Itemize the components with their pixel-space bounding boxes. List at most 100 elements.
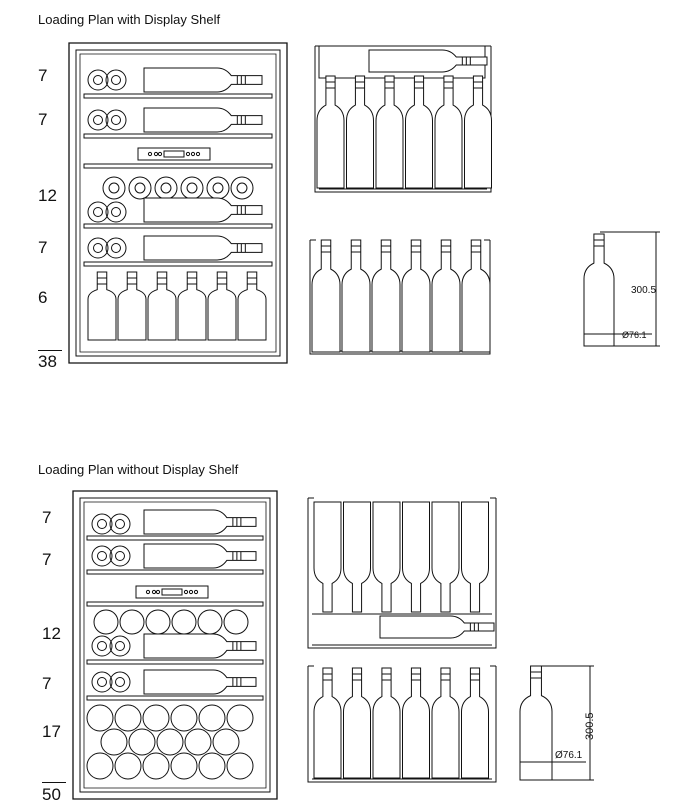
bottle-inverted: [432, 502, 459, 612]
bottle-base: [94, 244, 103, 253]
bottle-base: [110, 514, 130, 534]
bottle-base: [110, 636, 130, 656]
section-title-without-display-shelf: Loading Plan without Display Shelf: [38, 462, 239, 477]
bottle-standing: [238, 272, 266, 340]
bottle-base: [199, 705, 225, 731]
bottle-base: [115, 705, 141, 731]
bottle-standing: [178, 272, 206, 340]
bottle-inverted: [314, 502, 341, 612]
bottle-base: [227, 753, 253, 779]
shelf-side-view: [306, 662, 498, 784]
shelf-rail: [87, 570, 263, 574]
shelf-rail: [87, 536, 263, 540]
bottle-base: [146, 610, 170, 634]
bottle-lying: [380, 616, 494, 638]
bottle-base: [109, 183, 119, 193]
bottle-lying: [144, 670, 256, 694]
bottle-standing: [465, 76, 492, 188]
control-button: [189, 590, 192, 593]
bottle-base: [98, 520, 107, 529]
bottle-standing: [347, 76, 374, 188]
control-button: [152, 590, 155, 593]
shelf-tray: [308, 498, 496, 648]
bottle-standing: [314, 668, 341, 778]
bottle-base: [112, 208, 121, 217]
display-screen: [164, 151, 184, 157]
shelf-rail: [84, 164, 272, 168]
bottle-base: [207, 177, 229, 199]
control-button: [146, 590, 149, 593]
bottle-base: [94, 116, 103, 125]
bottle-base: [98, 552, 107, 561]
bottle-base: [135, 183, 145, 193]
shelf-count: 12: [38, 186, 57, 205]
bottle-inverted: [462, 502, 489, 612]
bottle-base: [213, 729, 239, 755]
shelf-count: 17: [42, 722, 61, 741]
bottle-base: [98, 678, 107, 687]
bottle-standing: [403, 668, 430, 778]
bottle-base: [224, 610, 248, 634]
bottle-standing: [432, 240, 460, 352]
bottle-base: [112, 116, 121, 125]
bottle-base: [120, 610, 144, 634]
control-button: [158, 152, 161, 155]
bottle-base: [110, 672, 130, 692]
bottle-base: [231, 177, 253, 199]
bottle-base: [157, 729, 183, 755]
shelf-rail: [84, 94, 272, 98]
bottle-base: [172, 610, 196, 634]
bottle-standing: [88, 272, 116, 340]
bottle-base: [161, 183, 171, 193]
bottle-base: [171, 705, 197, 731]
bottle-base: [92, 514, 112, 534]
control-button: [184, 590, 187, 593]
shelf-count: 7: [42, 508, 52, 527]
bottle-standing: [373, 668, 400, 778]
shelf-rail: [84, 262, 272, 266]
control-button: [156, 590, 159, 593]
bottle-diameter-label: Ø76.1: [555, 750, 583, 761]
bottle-base: [88, 70, 108, 90]
shelf-rail: [87, 696, 263, 700]
bottle-base: [199, 753, 225, 779]
control-button: [148, 152, 151, 155]
bottle-lying: [144, 510, 256, 534]
bottle-base: [88, 202, 108, 222]
shelf-count: 7: [38, 66, 48, 85]
control-button: [194, 590, 197, 593]
bottle-base: [116, 552, 125, 561]
bottle-height-label: 300.5: [631, 285, 657, 296]
shelf-rail: [84, 224, 272, 228]
shelf-rail: [87, 602, 263, 606]
shelf-side-view: [308, 236, 492, 356]
shelf-side-view: [306, 494, 498, 650]
bottle-standing: [376, 76, 403, 188]
bottle-base: [185, 729, 211, 755]
bottle-base: [155, 177, 177, 199]
cabinet-front-view: [72, 490, 278, 800]
shelf-count: 7: [42, 674, 52, 693]
total-divider: [38, 350, 62, 351]
bottle-standing: [584, 234, 614, 346]
bottle-base: [143, 705, 169, 731]
bottle-standing: [462, 668, 489, 778]
shelf-count: 12: [42, 624, 61, 643]
bottle-base: [115, 753, 141, 779]
bottle-standing: [520, 666, 552, 780]
bottle-inverted: [344, 502, 371, 612]
section-title-with-display-shelf: Loading Plan with Display Shelf: [38, 12, 221, 27]
bottle-base: [94, 610, 118, 634]
bottle-base: [116, 678, 125, 687]
bottle-base: [171, 753, 197, 779]
control-button: [154, 152, 157, 155]
total-count: 50: [42, 785, 61, 804]
bottle-dimension-drawing: [518, 662, 608, 786]
bottle-base: [112, 76, 121, 85]
bottle-base: [88, 238, 108, 258]
bottle-base: [103, 177, 125, 199]
bottle-standing: [317, 76, 344, 188]
bottle-standing: [342, 240, 370, 352]
shelf-count: 7: [38, 238, 48, 257]
bottle-lying: [144, 634, 256, 658]
